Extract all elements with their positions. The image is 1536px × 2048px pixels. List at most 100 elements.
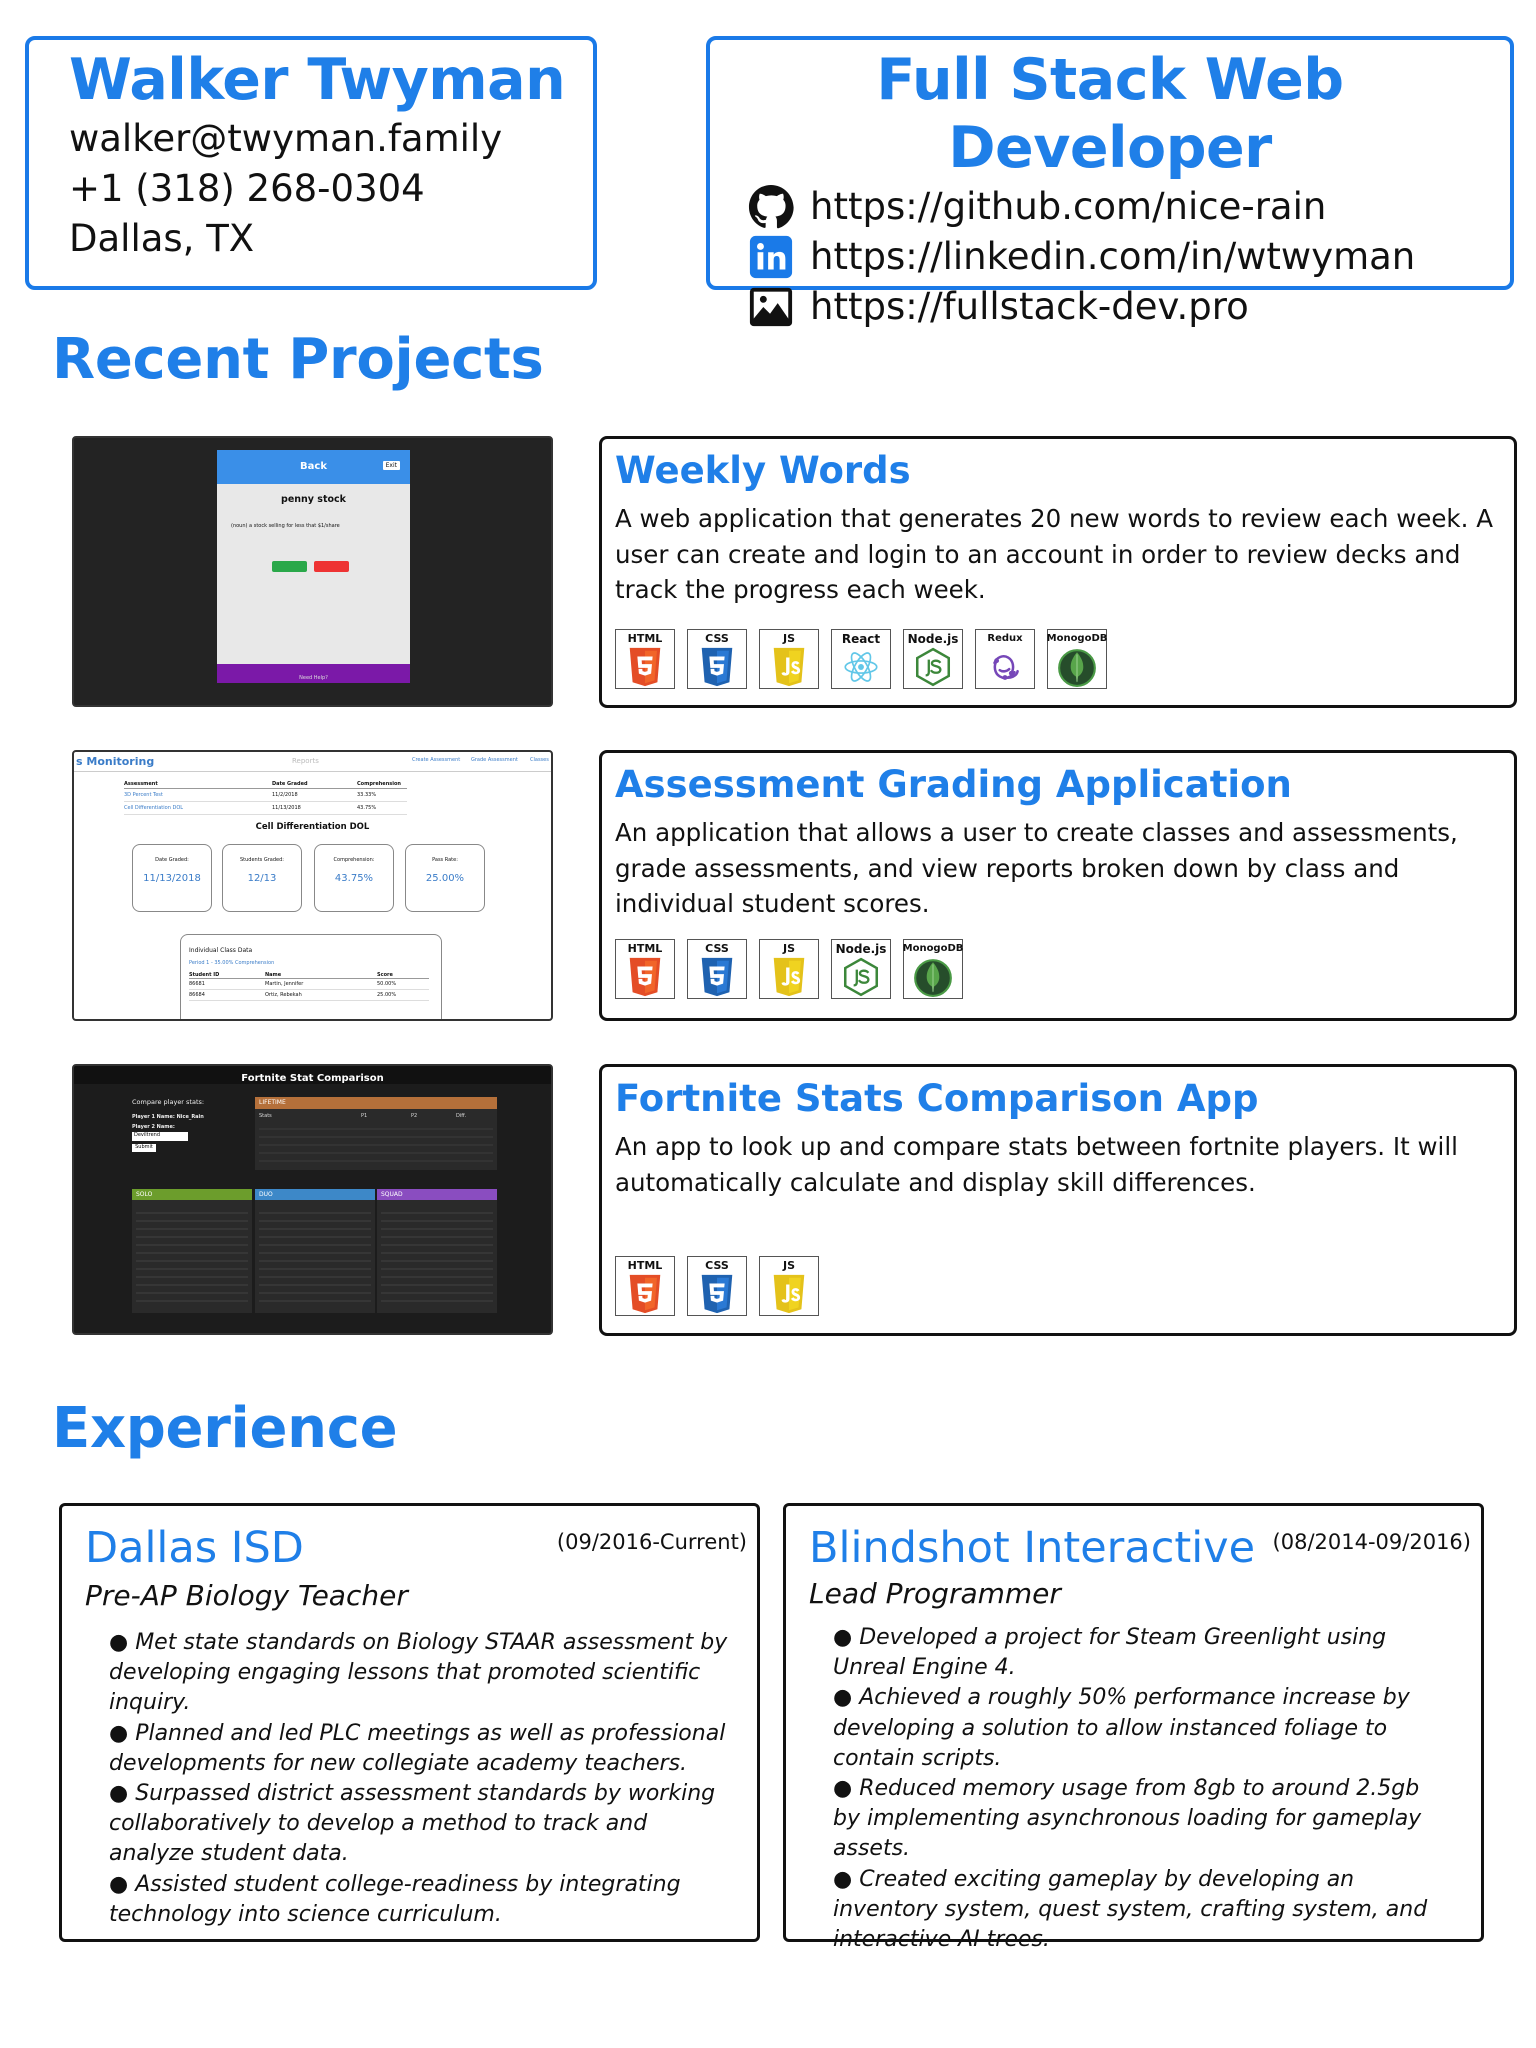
mockup-nav-grade: Grade Assessment bbox=[471, 757, 518, 763]
mockup-back-label: Back bbox=[300, 461, 327, 472]
mongodb-badge: MonogoDB bbox=[1047, 629, 1107, 689]
react-icon bbox=[844, 652, 878, 682]
github-link[interactable]: https://github.com/nice-rain bbox=[748, 182, 1510, 232]
project-description: A web application that generates 20 new … bbox=[615, 504, 1493, 604]
nodejs-icon bbox=[915, 647, 951, 687]
portfolio-url: https://fullstack-dev.pro bbox=[810, 285, 1249, 328]
project-title: Fortnite Stats Comparison App bbox=[615, 1077, 1259, 1120]
contact-card: Walker Twyman walker@twyman.family +1 (3… bbox=[25, 36, 597, 290]
mockup-definition: (noun) a stock selling for less that $1/… bbox=[231, 523, 340, 529]
mockup-solo-panel: SOLO bbox=[132, 1189, 252, 1313]
github-url: https://github.com/nice-rain bbox=[810, 185, 1327, 228]
mongodb-badge: MonogoDB bbox=[903, 939, 963, 999]
experience-role: Lead Programmer bbox=[809, 1577, 1061, 1610]
email-text[interactable]: walker@twyman.family bbox=[69, 117, 503, 160]
mockup-nav-create: Create Assessment bbox=[412, 757, 461, 763]
project-description: An app to look up and compare stats betw… bbox=[615, 1132, 1458, 1197]
fortnite-app-screenshot: Fortnite Stat Comparison Compare player … bbox=[72, 1064, 553, 1335]
phone-text[interactable]: +1 (318) 268-0304 bbox=[69, 167, 425, 210]
experience-bullet: ● Reduced memory usage from 8gb to aroun… bbox=[833, 1776, 1422, 1862]
mockup-assessment-table: Assessment Date Graded Comprehension 3D … bbox=[124, 781, 407, 815]
tech-stack: HTML CSS JS Node.js MonogoDB bbox=[615, 939, 963, 999]
nodejs-icon bbox=[843, 957, 879, 997]
candidate-name: Walker Twyman bbox=[69, 47, 566, 113]
js-badge: JS bbox=[759, 629, 819, 689]
js-icon bbox=[773, 957, 805, 997]
html-badge: HTML bbox=[615, 629, 675, 689]
nodejs-badge: Node.js bbox=[903, 629, 963, 689]
experience-bullets: ● Met state standards on Biology STAAR a… bbox=[109, 1628, 729, 1930]
experience-bullet: ● Planned and led PLC meetings as well a… bbox=[109, 1720, 726, 1776]
mockup-nav-classes: Classes bbox=[530, 757, 549, 763]
project-title: Assessment Grading Application bbox=[615, 763, 1292, 806]
experience-dates: (08/2014-09/2016) bbox=[1272, 1530, 1471, 1554]
css-badge: CSS bbox=[687, 939, 747, 999]
weekly-words-screenshot: Back Exit penny stock (noun) a stock sel… bbox=[72, 436, 553, 707]
portfolio-link[interactable]: https://fullstack-dev.pro bbox=[748, 282, 1510, 332]
js-icon bbox=[773, 1274, 805, 1314]
project-title: Weekly Words bbox=[615, 449, 911, 492]
experience-bullet: ● Created exciting gameplay by developin… bbox=[833, 1866, 1428, 1953]
mockup-brand: s Monitoring bbox=[76, 755, 155, 768]
mockup-cross-button bbox=[314, 561, 349, 572]
linkedin-link[interactable]: https://linkedin.com/in/wtwyman bbox=[748, 232, 1510, 282]
css3-icon bbox=[701, 647, 733, 687]
links-card: Full Stack Web Developer https://github.… bbox=[706, 36, 1514, 328]
html-badge: HTML bbox=[615, 1256, 675, 1316]
mockup-footer: Need Help? bbox=[217, 664, 410, 683]
image-icon bbox=[749, 287, 793, 327]
css3-icon bbox=[701, 957, 733, 997]
mockup-exit-button: Exit bbox=[382, 461, 400, 470]
mockup-class-panel: Individual Class Data Period 1 - 35.00% … bbox=[180, 934, 442, 1019]
job-title: Full Stack Web Developer bbox=[876, 47, 1344, 181]
react-badge: React bbox=[831, 629, 891, 689]
html-badge: HTML bbox=[615, 939, 675, 999]
experience-org: Dallas ISD bbox=[85, 1523, 304, 1573]
mockup-compare-form: Compare player stats: Player 1 Name: Nic… bbox=[132, 1098, 205, 1152]
redux-icon bbox=[993, 655, 1019, 680]
experience-bullet: ● Met state standards on Biology STAAR a… bbox=[109, 1630, 728, 1716]
mockup-squad-panel: SQUAD bbox=[377, 1189, 497, 1313]
experience-org: Blindshot Interactive bbox=[809, 1523, 1256, 1573]
experience-bullet: ● Achieved a roughly 50% performance inc… bbox=[833, 1685, 1410, 1771]
linkedin-icon bbox=[749, 235, 793, 279]
experience-bullet: ● Assisted student college-readiness by … bbox=[109, 1871, 681, 1927]
experience-card-dallas-isd: Dallas ISD (09/2016-Current) Pre-AP Biol… bbox=[59, 1503, 760, 1942]
experience-bullet: ● Developed a project for Steam Greenlig… bbox=[833, 1625, 1387, 1681]
mockup-navbar: s Monitoring Reports Create Assessment G… bbox=[74, 752, 551, 772]
html5-icon bbox=[629, 1274, 661, 1314]
mockup-lifetime-panel: LIFETIME Stats P1 P2 Diff. bbox=[255, 1097, 497, 1170]
mockup-title-bar: Fortnite Stat Comparison bbox=[74, 1066, 551, 1084]
mockup-help-label: Need Help? bbox=[299, 675, 328, 681]
mockup-heading: Cell Differentiation DOL bbox=[255, 822, 370, 832]
html5-icon bbox=[629, 957, 661, 997]
mockup-duo-panel: DUO bbox=[255, 1189, 375, 1313]
assessment-app-screenshot: s Monitoring Reports Create Assessment G… bbox=[72, 750, 553, 1021]
experience-heading: Experience bbox=[52, 1396, 398, 1461]
tech-stack: HTML CSS JS bbox=[615, 1256, 819, 1316]
mockup-header: Back Exit bbox=[217, 450, 410, 484]
css-badge: CSS bbox=[687, 1256, 747, 1316]
css-badge: CSS bbox=[687, 629, 747, 689]
js-icon bbox=[773, 647, 805, 687]
mockup-word: penny stock bbox=[281, 494, 346, 505]
phone-mockup: Back Exit penny stock (noun) a stock sel… bbox=[217, 450, 410, 683]
project-card-fortnite: Fortnite Stats Comparison App An app to … bbox=[599, 1064, 1517, 1336]
mongodb-icon bbox=[914, 959, 952, 997]
github-icon bbox=[748, 184, 794, 229]
experience-role: Pre-AP Biology Teacher bbox=[85, 1579, 408, 1612]
linkedin-url: https://linkedin.com/in/wtwyman bbox=[810, 235, 1416, 278]
project-card-weekly-words: Weekly Words A web application that gene… bbox=[599, 436, 1517, 708]
redux-badge: Redux bbox=[975, 629, 1035, 689]
nodejs-badge: Node.js bbox=[831, 939, 891, 999]
html5-icon bbox=[629, 647, 661, 687]
mockup-check-button bbox=[272, 561, 307, 572]
projects-heading: Recent Projects bbox=[52, 327, 544, 392]
js-badge: JS bbox=[759, 1256, 819, 1316]
experience-bullets: ● Developed a project for Steam Greenlig… bbox=[833, 1623, 1453, 1955]
mockup-nav-reports: Reports bbox=[292, 757, 319, 765]
js-badge: JS bbox=[759, 939, 819, 999]
experience-card-blindshot: Blindshot Interactive (08/2014-09/2016) … bbox=[783, 1503, 1484, 1952]
location-text: Dallas, TX bbox=[69, 217, 255, 260]
experience-bullet: ● Surpassed district assessment standard… bbox=[109, 1781, 716, 1867]
